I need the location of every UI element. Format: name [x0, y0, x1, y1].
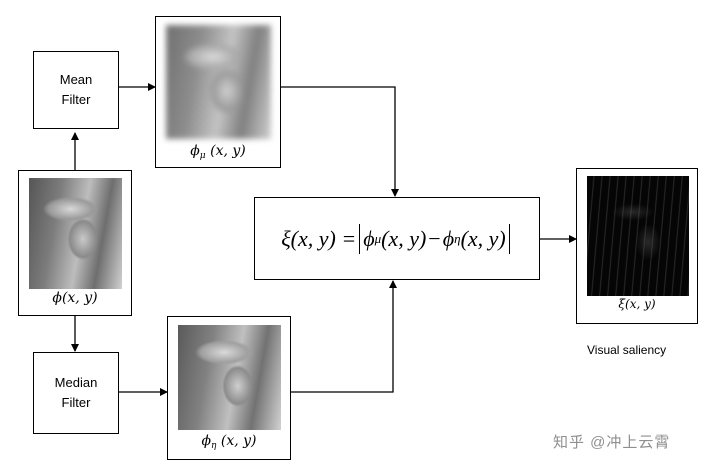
median-filter-label-line2: Filter	[61, 395, 91, 410]
equation-term1-args: (x, y)	[381, 225, 427, 251]
abs-bar-right	[508, 223, 510, 254]
equation-term2-subscript: η	[454, 230, 461, 246]
mean-filter-label-line1: Mean	[59, 72, 93, 87]
visual-saliency-label: Visual saliency	[587, 343, 667, 357]
input-caption: ϕ(x, y)	[52, 290, 98, 306]
equation-term1-subscript: μ	[374, 230, 382, 246]
saliency-image-panel: ξ(x, y)	[576, 168, 698, 324]
median-filtered-image	[178, 325, 281, 430]
abs-bar-left	[359, 223, 361, 254]
median-output-caption: ϕη (x, y)	[201, 433, 257, 451]
input-image-panel: ϕ(x, y)	[18, 170, 132, 316]
mean-image-panel: ϕμ (x, y)	[155, 16, 281, 168]
median-filter-label-line1: Median	[54, 375, 98, 390]
saliency-caption: ξ(x, y)	[618, 297, 656, 311]
mean-filter-label-line2: Filter	[61, 92, 91, 107]
median-filter-box: Median Filter	[33, 352, 119, 434]
watermark: 知乎 @冲上云霄	[553, 434, 671, 451]
saliency-image	[587, 176, 689, 296]
equation-lhs: ξ(x, y) =	[281, 225, 357, 251]
equation-term1-symbol: ϕ	[363, 225, 375, 251]
equation-term2-args: (x, y)	[460, 225, 506, 251]
input-image	[29, 178, 122, 289]
mean-output-caption: ϕμ (x, y)	[190, 143, 246, 161]
mean-filtered-image	[166, 25, 271, 139]
equation-minus: −	[428, 225, 441, 251]
equation-term2-symbol: ϕ	[442, 225, 455, 251]
median-image-panel: ϕη (x, y)	[167, 316, 291, 460]
arrow-mean-image-to-equation	[280, 86, 399, 197]
arrow-median-image-to-equation	[291, 280, 397, 393]
mean-filter-box: Mean Filter	[33, 51, 119, 129]
